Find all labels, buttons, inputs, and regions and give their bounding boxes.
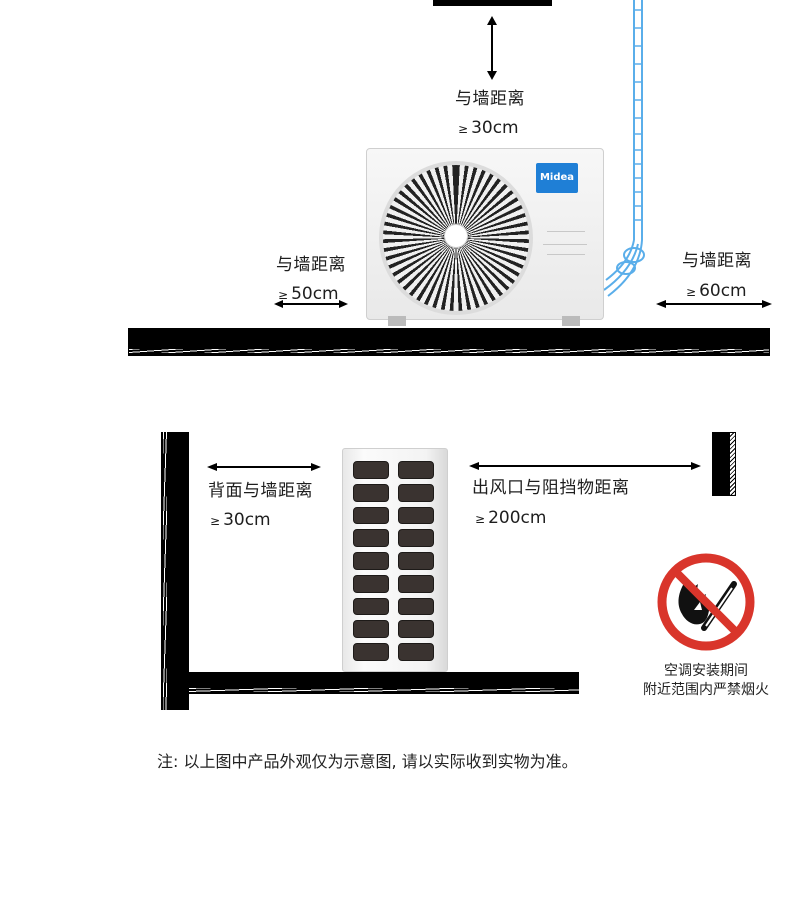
footnote: 注: 以上图中产品外观仅为示意图, 请以实际收到实物为准。 xyxy=(157,752,578,771)
ground-slab xyxy=(128,328,770,356)
warning-line-2: 附近范围内严禁烟火 xyxy=(643,682,769,698)
outdoor-unit-side xyxy=(342,448,448,672)
outlet-clearance-value: ≥200cm xyxy=(475,508,547,528)
vent-line xyxy=(543,244,587,245)
unit-foot-right xyxy=(562,316,580,326)
floor-slab xyxy=(189,672,579,694)
back-clearance-value: ≥30cm xyxy=(210,510,271,530)
no-fire-icon xyxy=(657,553,755,651)
back-clearance-label: 背面与墙距离 xyxy=(208,481,313,501)
outlet-clearance-arrow-icon xyxy=(469,462,701,470)
right-clearance-label: 与墙距离 xyxy=(682,251,752,271)
outlet-clearance-label: 出风口与阻挡物距离 xyxy=(472,478,630,498)
back-wall xyxy=(161,432,189,710)
outdoor-unit-front: Midea xyxy=(366,148,604,320)
grille-column-left xyxy=(353,461,389,662)
warning-text: 空调安装期间 附近范围内严禁烟火 xyxy=(628,662,784,700)
vent-line xyxy=(547,231,585,232)
top-clearance-value: ≥30cm xyxy=(458,118,519,138)
top-clearance-label: 与墙距离 xyxy=(455,89,525,109)
brand-logo: Midea xyxy=(536,163,578,193)
right-clearance-arrow-icon xyxy=(656,300,772,308)
top-wall-slab xyxy=(433,0,552,6)
grille-column-right xyxy=(398,461,434,662)
warning-line-1: 空调安装期间 xyxy=(664,663,748,679)
left-clearance-label: 与墙距离 xyxy=(276,255,346,275)
vent-line xyxy=(547,254,585,255)
right-clearance-value: ≥60cm xyxy=(686,281,747,301)
fan-hub xyxy=(444,224,468,248)
refrigerant-pipe-icon xyxy=(603,0,645,297)
unit-foot-left xyxy=(388,316,406,326)
top-clearance-arrow-icon xyxy=(487,16,497,80)
obstacle-wall xyxy=(712,432,736,496)
back-clearance-arrow-icon xyxy=(207,463,321,471)
left-clearance-arrow-icon xyxy=(274,300,348,308)
left-clearance-value: ≥50cm xyxy=(278,284,339,304)
